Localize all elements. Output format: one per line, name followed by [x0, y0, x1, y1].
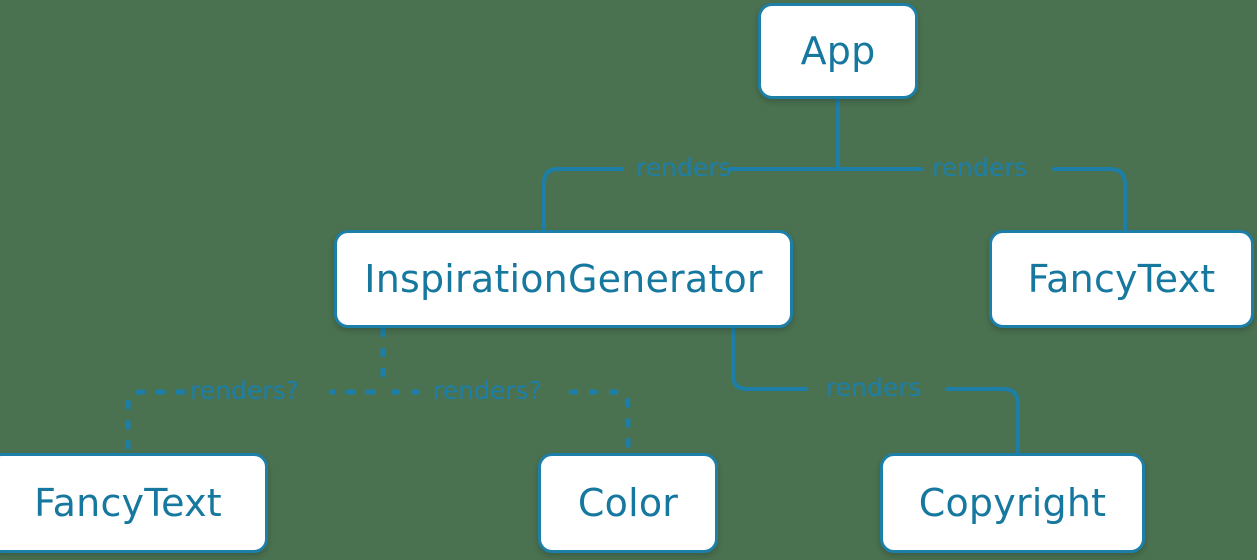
edge-inspiration-to-color-arm	[569, 389, 631, 453]
node-app-label: App	[800, 29, 876, 73]
edge-app-to-inspiration-right	[542, 167, 624, 232]
edge-label-inspiration-to-copyright: renders	[826, 373, 922, 402]
node-color-label: Color	[577, 481, 679, 525]
node-fancytext-right[interactable]: FancyText	[989, 230, 1254, 328]
node-fancytext-bottom-label: FancyText	[34, 481, 222, 525]
node-app[interactable]: App	[758, 3, 918, 99]
node-copyright-label: Copyright	[918, 481, 1107, 525]
edge-label-app-to-fancytext: renders	[932, 153, 1028, 182]
node-fancytext-bottom[interactable]: FancyText	[0, 453, 268, 553]
edge-inspiration-to-copyright-right	[945, 387, 1020, 455]
edge-label-app-to-inspiration: renders	[636, 153, 732, 182]
edge-label-inspiration-to-color: renders?	[433, 376, 542, 405]
edge-label-inspiration-to-fancytext: renders?	[190, 376, 299, 405]
node-color[interactable]: Color	[538, 453, 718, 553]
node-inspiration-generator-label: InspirationGenerator	[364, 257, 763, 301]
node-copyright[interactable]: Copyright	[880, 453, 1145, 553]
node-fancytext-right-label: FancyText	[1027, 257, 1216, 301]
edge-inspiration-to-fancytext-arm	[125, 389, 185, 453]
node-inspiration-generator[interactable]: InspirationGenerator	[334, 230, 793, 328]
edge-inspiration-to-copyright-left	[731, 326, 808, 391]
edge-app-to-fancytext-right	[1052, 167, 1127, 232]
